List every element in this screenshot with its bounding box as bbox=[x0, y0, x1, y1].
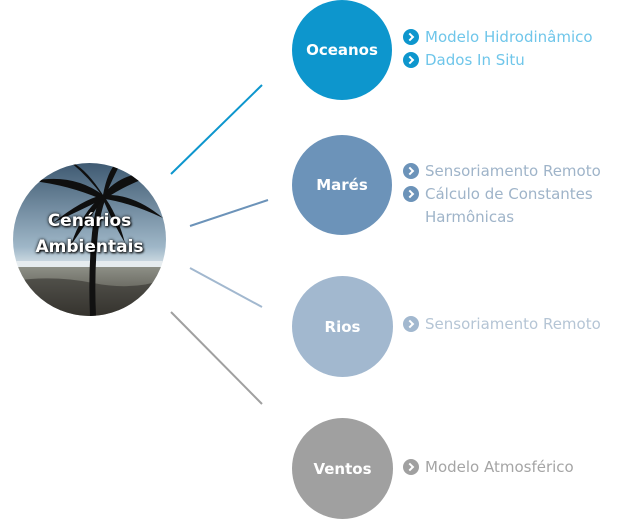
list-item: Dados In Situ bbox=[403, 49, 593, 72]
rios-item-list: Sensoriamento Remoto bbox=[403, 313, 601, 336]
node-ventos: Ventos bbox=[292, 418, 393, 519]
item-label: Sensoriamento Remoto bbox=[425, 315, 601, 333]
connector-ventos bbox=[170, 311, 263, 405]
item-label: Sensoriamento Remoto bbox=[425, 162, 601, 180]
node-rios-label: Rios bbox=[324, 317, 361, 336]
chevron-right-icon bbox=[403, 186, 419, 202]
list-item: Cálculo de Constantes Harmônicas bbox=[403, 183, 625, 229]
ventos-item-list: Modelo Atmosférico bbox=[403, 456, 574, 479]
oceanos-item-list: Modelo Hidrodinâmico Dados In Situ bbox=[403, 26, 593, 72]
node-oceanos-label: Oceanos bbox=[306, 41, 378, 59]
chevron-right-icon bbox=[403, 29, 419, 45]
node-mares: Marés bbox=[292, 135, 392, 235]
connector-mares bbox=[189, 199, 269, 227]
item-label: Modelo Hidrodinâmico bbox=[425, 28, 593, 46]
chevron-right-icon bbox=[403, 316, 419, 332]
list-item: Sensoriamento Remoto bbox=[403, 160, 625, 183]
node-oceanos: Oceanos bbox=[292, 0, 392, 100]
node-ventos-label: Ventos bbox=[313, 459, 372, 478]
node-mares-label: Marés bbox=[316, 176, 368, 194]
item-label: Modelo Atmosférico bbox=[425, 458, 574, 476]
list-item: Modelo Hidrodinâmico bbox=[403, 26, 593, 49]
hub-title-line1: Cenários bbox=[47, 211, 132, 231]
connector-rios bbox=[189, 267, 263, 308]
item-label: Cálculo de Constantes Harmônicas bbox=[425, 185, 593, 226]
hub-title-line2: Ambientais bbox=[35, 237, 144, 257]
hub-circle: Cenários Ambientais bbox=[13, 163, 166, 316]
chevron-right-icon bbox=[403, 163, 419, 179]
beach-photo bbox=[13, 163, 166, 316]
list-item: Modelo Atmosférico bbox=[403, 456, 574, 479]
node-rios: Rios bbox=[292, 276, 393, 377]
list-item: Sensoriamento Remoto bbox=[403, 313, 601, 336]
connector-oceanos bbox=[170, 84, 263, 175]
chevron-right-icon bbox=[403, 459, 419, 475]
mares-item-list: Sensoriamento Remoto Cálculo de Constant… bbox=[403, 160, 625, 229]
chevron-right-icon bbox=[403, 52, 419, 68]
item-label: Dados In Situ bbox=[425, 51, 525, 69]
